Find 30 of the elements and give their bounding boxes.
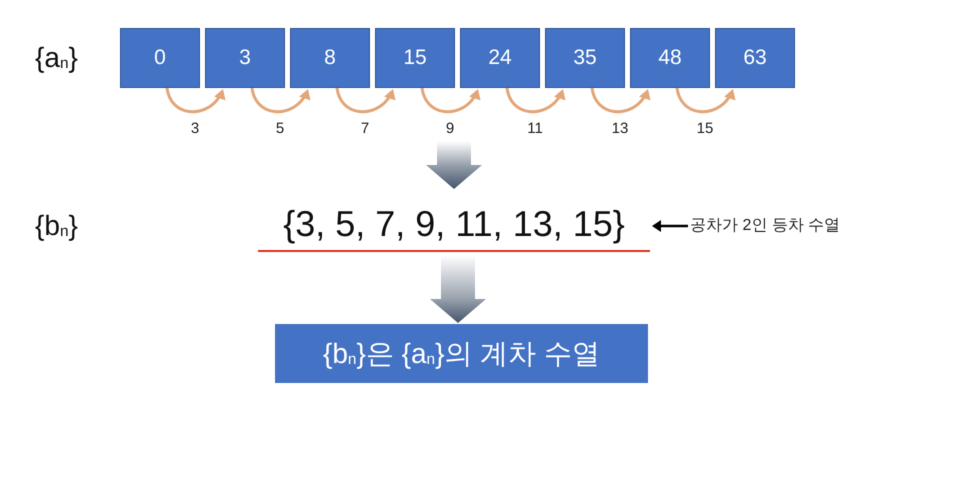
curved-arrow [420, 88, 480, 114]
sequence-name: {a$_{n}$} [35, 41, 78, 75]
term-box: 24 [460, 28, 540, 88]
term-box: 35 [545, 28, 625, 88]
edge-label: 15 [696, 121, 714, 137]
arrow [652, 220, 688, 232]
term-box: 48 [630, 28, 710, 88]
edge-label: 7 [360, 121, 370, 137]
edge-label: 11 [527, 121, 543, 137]
curved-arrow [590, 88, 650, 114]
conclusion-box: {b$_{n}$}은 {a$_{n}$}의 계차 수열 [275, 324, 648, 383]
term-box: 0 [120, 28, 200, 88]
term-box: 8 [290, 28, 370, 88]
curved-arrow [506, 88, 564, 114]
edge-label: 13 [612, 121, 628, 137]
edge-label: 5 [276, 121, 284, 137]
block-arrow [426, 141, 482, 189]
sequence-name: {b$_{n}$} [35, 209, 78, 243]
note-text: 공차가 2인 등차 수열 [690, 214, 840, 238]
curved-arrow [336, 88, 394, 114]
term-box: 3 [205, 28, 285, 88]
curved-arrow [250, 88, 310, 114]
curved-arrow [676, 88, 734, 114]
sequence-text: {3, 5, 7, 9, 11, 13, 15} [258, 190, 650, 252]
edge-label: 9 [446, 121, 454, 137]
term-box: 63 [715, 28, 795, 88]
block-arrow [430, 255, 486, 323]
edge-label: 3 [190, 121, 200, 137]
curved-arrow [166, 88, 224, 114]
term-box: 15 [375, 28, 455, 88]
